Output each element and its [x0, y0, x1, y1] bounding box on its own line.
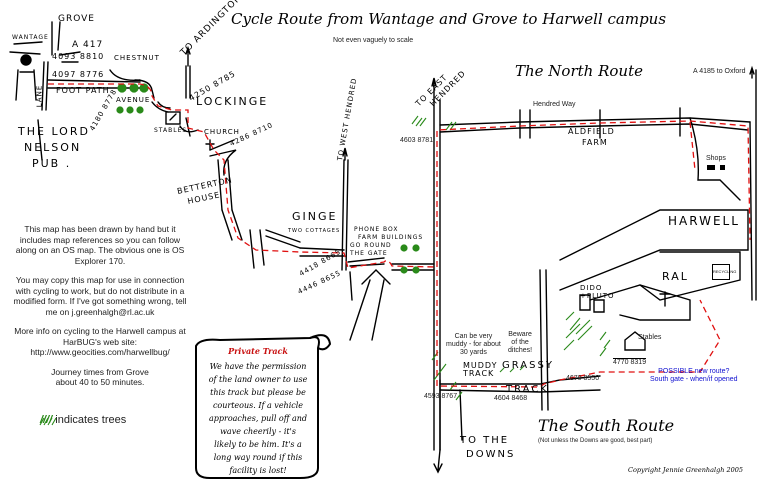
label-to-the-downs: TO THE DOWNS	[460, 435, 516, 460]
legend: //// indicates trees	[40, 414, 126, 426]
label-ref-4670: 4670 8550	[566, 375, 600, 382]
private-track-scroll	[195, 334, 332, 479]
label-stables-right: Stables	[638, 334, 662, 341]
label-stables-left: STABLES	[154, 127, 188, 134]
route-line-north	[436, 120, 751, 267]
label-ginge: GINGE	[292, 210, 338, 223]
info-paragraph: More info on cycling to the Harwell camp…	[14, 326, 186, 347]
label-a4185: A 4185 to Oxford	[693, 68, 746, 75]
shops-icon-2	[720, 165, 725, 170]
label-a417: A 417	[72, 40, 104, 50]
label-muddy-track: MUDDY TRACK	[463, 361, 498, 378]
label-ref-4770: 4770 8319	[613, 358, 647, 366]
label-footpath: FOOT PATH	[56, 86, 110, 95]
road-lane	[41, 61, 49, 111]
label-wantage: WANTAGE	[12, 34, 49, 41]
south-route-note: (Not unless the Downs are good, best par…	[538, 438, 653, 444]
label-go-round-gate: GO ROUND THE GATE	[350, 242, 392, 257]
legend-text: indicates trees	[55, 414, 127, 426]
possible-route-note: POSSIBLE new route? South gate - when/if…	[650, 368, 738, 383]
road-wantage	[9, 41, 43, 55]
label-ral: RAL	[662, 270, 689, 283]
label-hendred-way: Hendred Way	[533, 101, 576, 108]
road-a417	[59, 51, 81, 63]
harbug-link[interactable]: http://www.geocities.com/harwellbug/	[30, 347, 170, 357]
scroll-heading: Private Track	[228, 346, 288, 356]
label-shops: Shops	[706, 155, 726, 162]
label-ref-4097: 4097 8776	[52, 70, 105, 79]
journey-times: Journey times from Grove about 40 to 50 …	[51, 366, 149, 388]
tree-legend-icon: ////	[40, 414, 53, 426]
label-ref-4093: 4093 8810	[52, 52, 105, 61]
page-title: Cycle Route from Wantage and Grove to Ha…	[231, 10, 667, 28]
label-aldfield-farm: ALDFIELD FARM	[568, 127, 615, 147]
label-dido-pluto: DIDO +PLUTO	[580, 284, 615, 300]
info-paragraph: This map has been drawn by hand but it i…	[15, 224, 185, 266]
label-farm-buildings: FARM BUILDINGS	[358, 234, 424, 241]
road-grove	[51, 21, 61, 56]
label-grassy: GRASSY	[502, 360, 554, 371]
label-avenue: AVENUE	[116, 96, 151, 104]
label-ref-4603: 4603 8781	[400, 137, 434, 144]
label-track: TRACK	[506, 384, 549, 395]
route-line-south	[436, 270, 721, 388]
scroll-text: We have the permission of the land owner…	[208, 362, 308, 475]
copyright: Copyright Jennie Greenhalgh 2005	[628, 466, 744, 474]
label-harwell: HARWELL	[668, 214, 740, 228]
shops-icon	[707, 165, 715, 170]
north-route-title: The North Route	[515, 62, 643, 80]
label-chestnut: CHESTNUT	[114, 54, 160, 62]
info-panel: This map has been drawn by hand but it i…	[12, 224, 188, 388]
south-route-title: The South Route	[538, 416, 675, 435]
label-phone-box: PHONE BOX	[354, 226, 399, 233]
route-line-start	[48, 83, 437, 269]
label-grove: GROVE	[58, 14, 95, 24]
label-lord-nelson: THE LORD NELSON PUB .	[18, 125, 90, 170]
muddy-note: Can be very muddy - for about 30 yards	[446, 333, 501, 356]
label-lockinge: LOCKINGE	[196, 95, 269, 108]
page-subtitle: Not even vaguely to scale	[333, 37, 414, 44]
recycling-box: RECYCLING	[712, 264, 736, 280]
label-ref-4604: 4604 8468	[494, 395, 528, 402]
ditches-note: Beware of the ditches!	[508, 331, 533, 354]
route-line-north-shops	[689, 121, 696, 171]
label-two-cottages: TWO COTTAGES	[288, 228, 341, 234]
label-ref-4593: 4593 8767	[424, 393, 458, 400]
info-paragraph: You may copy this map for use in connect…	[13, 275, 187, 317]
label-lane: LANE	[35, 84, 44, 108]
label-church: CHURCH	[204, 128, 240, 136]
